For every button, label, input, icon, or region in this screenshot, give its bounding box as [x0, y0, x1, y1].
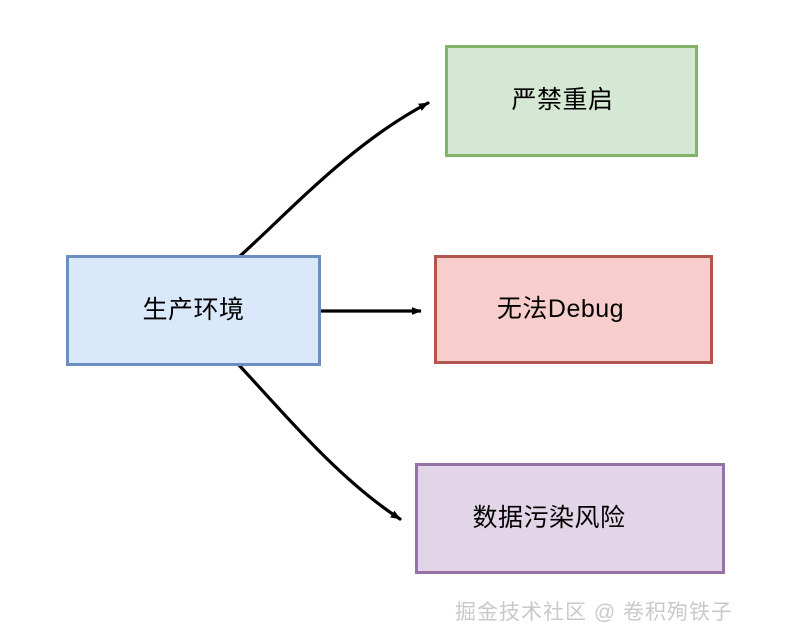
edge-source-to-no-restart	[238, 101, 430, 258]
edge-source-to-data-risk	[236, 362, 402, 521]
node-source-label: 生产环境	[142, 295, 245, 324]
node-no-debug[interactable]: 无法Debug	[434, 255, 713, 364]
node-no-restart-label: 严禁重启	[511, 86, 614, 115]
node-data-risk[interactable]: 数据污染风险	[415, 463, 725, 574]
node-no-restart[interactable]: 严禁重启	[445, 45, 698, 157]
watermark-text: 掘金技术社区 @ 卷积殉铁子	[455, 601, 733, 624]
node-source[interactable]: 生产环境	[66, 255, 321, 366]
node-no-debug-label: 无法Debug	[496, 294, 625, 323]
node-data-risk-label: 数据污染风险	[472, 503, 626, 532]
